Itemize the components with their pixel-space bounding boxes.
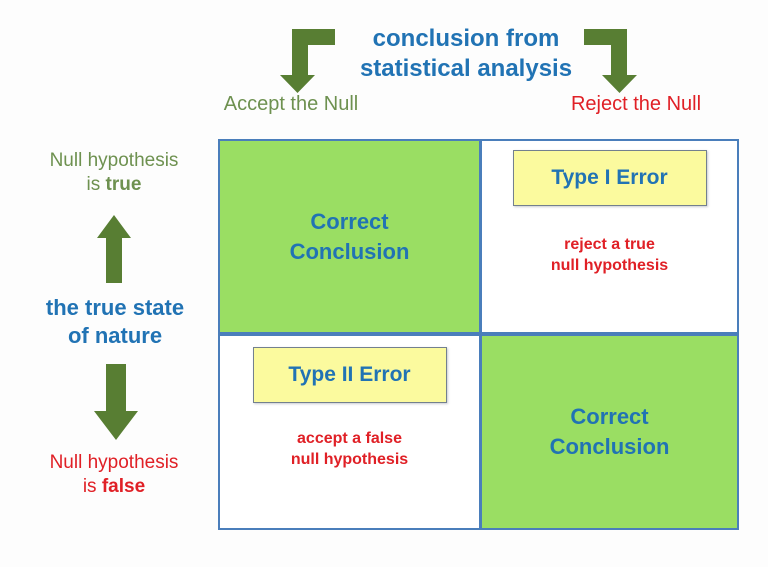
grid-horizontal-divider xyxy=(220,332,737,336)
type-1-error-badge: Type I Error xyxy=(512,150,707,206)
elbow-down-arrow-left-icon xyxy=(280,29,335,93)
left-axis-title-line1: the true state xyxy=(45,295,185,320)
type-2-error-description: accept a false null hypothesis xyxy=(290,430,409,468)
row-label-null-false-line1: Null hypothesis xyxy=(49,452,179,473)
down-arrow-icon xyxy=(94,364,138,440)
cell-reject-true-type1: Type I Error reject a true null hypothes… xyxy=(482,141,737,332)
decision-matrix: Correct Conclusion Type I Error reject a… xyxy=(218,139,739,530)
row-label-null-true: Null hypothesis is true xyxy=(9,149,219,197)
cell-reject-false-correct: Correct Conclusion xyxy=(482,336,737,528)
type-1-error-description: reject a true null hypothesis xyxy=(550,236,669,274)
correct-conclusion-label: Correct Conclusion xyxy=(549,404,670,459)
correct-conclusion-label: Correct Conclusion xyxy=(289,208,410,264)
diagram-title-line1: conclusion from xyxy=(372,25,560,52)
row-label-null-false-line2: is false xyxy=(82,476,146,497)
column-label-accept-null: Accept the Null xyxy=(223,93,359,115)
column-label-reject-null: Reject the Null xyxy=(570,93,702,115)
cell-accept-false-type2: Type II Error accept a false null hypoth… xyxy=(220,336,479,528)
row-label-null-true-line2: is true xyxy=(86,174,142,195)
up-arrow-icon xyxy=(97,215,131,283)
row-label-null-true-line1: Null hypothesis xyxy=(49,150,179,171)
left-axis-title-line2: of nature xyxy=(67,323,163,348)
row-label-null-false: Null hypothesis is false xyxy=(9,451,219,499)
diagram-title-line2: statistical analysis xyxy=(359,55,573,82)
left-axis-title: the true state of nature xyxy=(10,294,220,350)
diagram-title: conclusion from statistical analysis xyxy=(326,24,606,84)
elbow-down-arrow-right-icon xyxy=(584,29,637,93)
cell-accept-true-correct: Correct Conclusion xyxy=(220,141,479,332)
type-2-error-badge: Type II Error xyxy=(252,347,447,403)
